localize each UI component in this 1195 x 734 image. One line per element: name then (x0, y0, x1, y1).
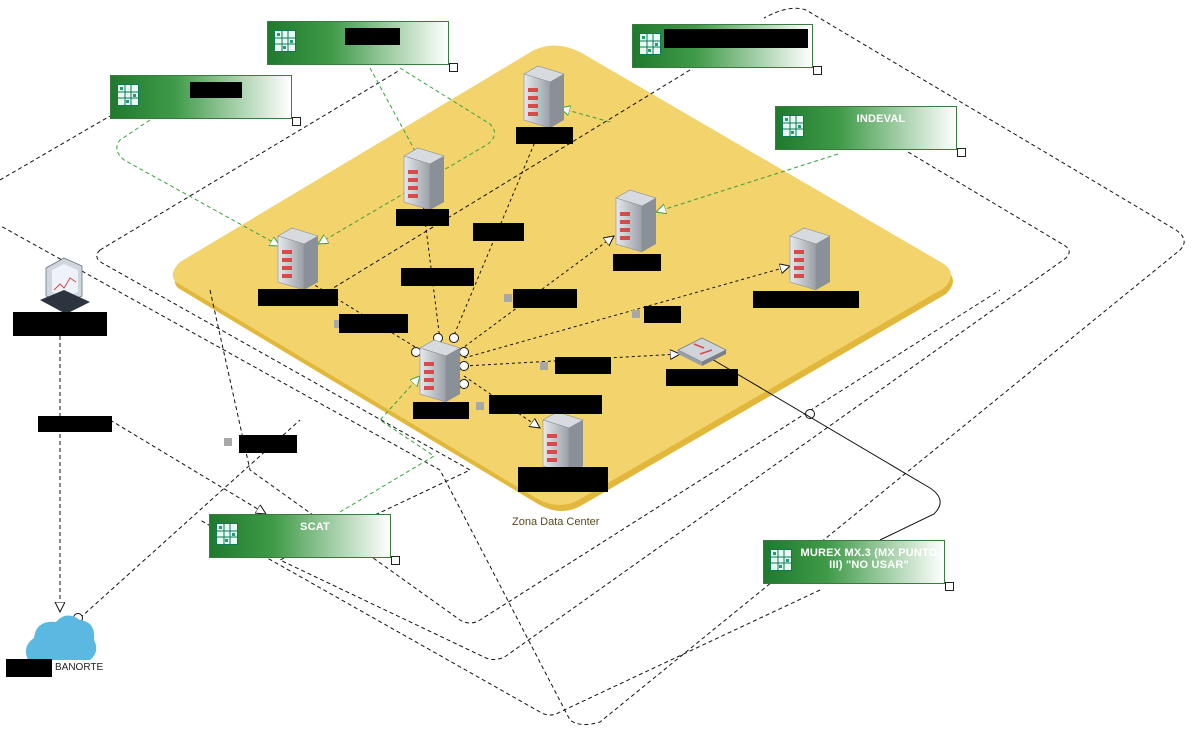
app-box-label: SCAT (300, 521, 330, 533)
data-center-zone (172, 45, 954, 512)
server-icon[interactable] (615, 189, 657, 253)
server-icon[interactable] (419, 339, 461, 403)
grid-icon (216, 523, 238, 545)
app-box-label: MUREX MX.3 (MX PUNTO III) "NO USAR" (800, 547, 938, 571)
app-box-label: INDEVAL (856, 113, 906, 125)
expand-icon[interactable] (957, 148, 966, 157)
app-box-2[interactable] (110, 75, 301, 126)
switch-icon[interactable] (677, 337, 727, 366)
server-icon[interactable] (277, 227, 319, 291)
zone-label: Zona Data Center (512, 516, 600, 528)
app-box-indeval[interactable]: INDEVAL (775, 106, 966, 157)
expand-icon[interactable] (945, 582, 954, 591)
grid-icon (274, 30, 296, 52)
app-box-scat[interactable]: SCAT (209, 514, 400, 565)
app-box-murex[interactable]: MUREX MX.3 (MX PUNTO III) "NO USAR" (763, 540, 954, 591)
expand-icon[interactable] (391, 556, 400, 565)
expand-icon[interactable] (449, 63, 458, 72)
cloud-icon[interactable] (26, 615, 97, 660)
app-box-1[interactable] (267, 21, 458, 72)
grid-icon (117, 84, 139, 106)
server-icon[interactable] (542, 411, 584, 475)
background-links (0, 7, 1185, 726)
workstation-icon[interactable] (40, 257, 90, 314)
server-icon[interactable] (403, 147, 445, 211)
murex-solid-link (699, 351, 941, 541)
connector-tabs (224, 294, 640, 446)
app-box-3[interactable] (632, 24, 822, 75)
cloud-label: BANORTE (55, 662, 104, 673)
expand-icon[interactable] (292, 117, 301, 126)
expand-icon[interactable] (813, 66, 822, 75)
grid-icon (770, 549, 792, 571)
green-links (116, 67, 839, 513)
server-icon[interactable] (789, 227, 831, 291)
grid-icon (782, 115, 804, 137)
grid-icon (639, 33, 661, 55)
redactions (6, 127, 859, 677)
server-icon[interactable] (523, 65, 565, 129)
